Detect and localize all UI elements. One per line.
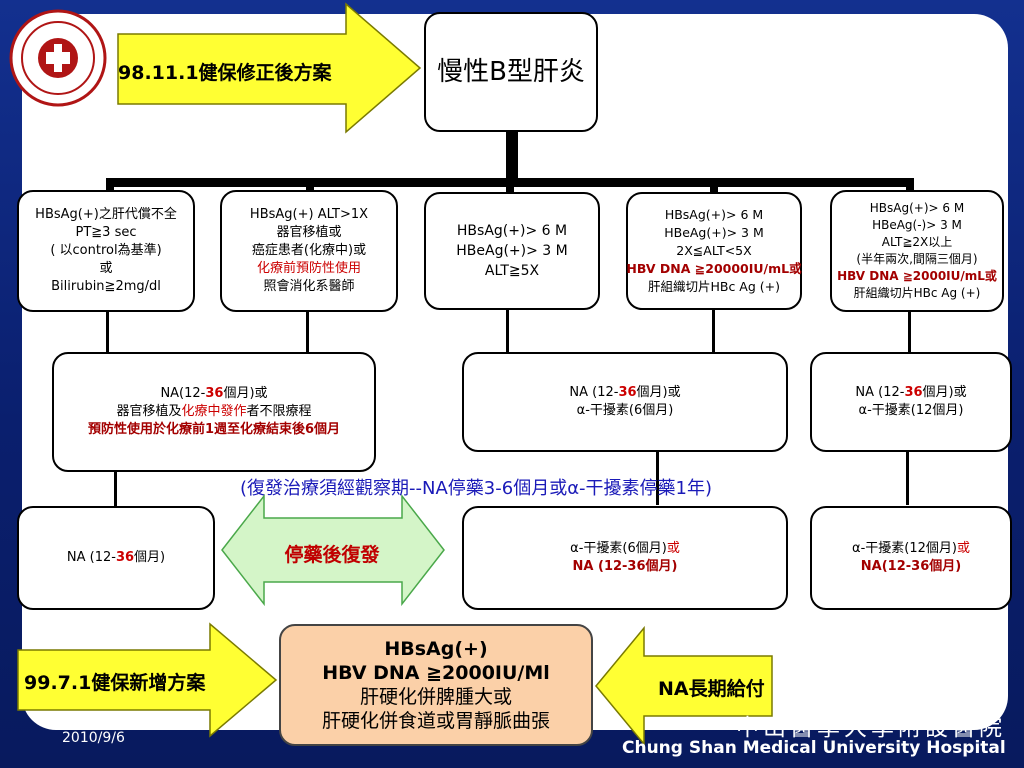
- treatment-3-line-2: α-干擾素(12個月): [858, 403, 964, 418]
- treatment-1-line-3: 預防性使用於化療前1週至化療結束後6個月: [87, 422, 341, 437]
- observation-period-note: (復發治療須經觀察期--NA停藥3-6個月或α-干擾素停藥1年): [240, 478, 713, 499]
- criteria-2-line-1: HBsAg(+) ALT>1X: [249, 207, 369, 222]
- criteria-box-1: HBsAg(+)之肝代償不全 PT≧3 sec ( 以control為基準) 或…: [17, 190, 195, 312]
- treatment-2-line-1: NA (12-36個月)或: [569, 385, 681, 400]
- bottom-box-line-4: 肝硬化併食道或胃靜脈曲張: [321, 710, 550, 732]
- bottom-right-arrow-label: NA長期給付: [658, 678, 765, 700]
- criteria-box-4: HBsAg(+)> 6 M HBeAg(+)> 3 M 2X≦ALT<5X HB…: [626, 192, 802, 310]
- criteria-box-3: HBsAg(+)> 6 M HBeAg(+)> 3 M ALT≧5X: [424, 192, 600, 310]
- retreatment-3-line-2: NA(12-36個月): [860, 559, 962, 574]
- criteria-4-line-2: HBeAg(+)> 3 M: [664, 225, 764, 240]
- bottom-box-line-3: 肝硬化併脾腫大或: [359, 686, 512, 708]
- criteria-4-line-3: 2X≦ALT<5X: [676, 243, 752, 258]
- criteria-4-highlight: HBV DNA ≧20000IU/mL或: [626, 261, 802, 276]
- criteria-box-2: HBsAg(+) ALT>1X 器官移植或 癌症患者(化療中)或 化療前預防性使…: [220, 190, 398, 312]
- bottom-box-long-term-na: HBsAg(+) HBV DNA ≧2000IU/Ml 肝硬化併脾腫大或 肝硬化…: [279, 624, 593, 746]
- criteria-1-line-4: 或: [99, 261, 113, 276]
- criteria-5-line-4: (半年兩次,間隔三個月): [856, 252, 978, 266]
- criteria-1-line-3: ( 以control為基準): [50, 243, 162, 258]
- top-arrow-label: 98.11.1健保修正後方案: [118, 62, 332, 84]
- criteria-2-highlight: 化療前預防性使用: [256, 261, 361, 276]
- criteria-5-line-1: HBsAg(+)> 6 M: [869, 201, 965, 215]
- bottom-right-yellow-arrow: [595, 625, 773, 747]
- bottom-left-yellow-arrow: [17, 622, 278, 738]
- top-yellow-arrow: [117, 2, 422, 134]
- relapse-double-arrow: [221, 493, 445, 607]
- criteria-2-after: 照會消化系醫師: [263, 279, 355, 294]
- hospital-name-english: Chung Shan Medical University Hospital: [622, 738, 1006, 758]
- criteria-box-5: HBsAg(+)> 6 M HBeAg(-)> 3 M ALT≧2X以上 (半年…: [830, 190, 1004, 312]
- retreatment-box-3: α-干擾素(12個月)或 NA(12-36個月): [810, 506, 1012, 610]
- treatment-box-2: NA (12-36個月)或 α-干擾素(6個月): [462, 352, 788, 452]
- relapse-label: 停藥後復發: [284, 544, 380, 566]
- criteria-4-after: 肝組織切片HBc Ag (+): [647, 279, 780, 294]
- criteria-1-line-2: PT≧3 sec: [75, 225, 137, 240]
- retreatment-2-line-2: NA (12-36個月): [572, 559, 678, 574]
- bottom-box-line-1: HBsAg(+): [384, 638, 488, 660]
- criteria-5-line-3: ALT≧2X以上: [881, 235, 953, 249]
- criteria-1-line-5: Bilirubin≧2mg/dl: [51, 279, 161, 294]
- treatment-box-1: NA(12-36個月)或 器官移植及化療中發作者不限療程 預防性使用於化療前1週…: [52, 352, 376, 472]
- treatment-1-line-1: NA(12-36個月)或: [160, 386, 268, 401]
- criteria-3-line-3: ALT≧5X: [484, 263, 540, 279]
- criteria-4-line-1: HBsAg(+)> 6 M: [664, 207, 764, 222]
- retreatment-3-line-1: α-干擾素(12個月)或: [852, 541, 970, 556]
- treatment-2-line-2: α-干擾素(6個月): [576, 403, 674, 418]
- top-box-chronic-hepatitis-b: 慢性B型肝炎: [424, 12, 598, 132]
- bottom-left-arrow-label: 99.7.1健保新增方案: [24, 672, 206, 694]
- criteria-1-line-1: HBsAg(+)之肝代償不全: [35, 207, 177, 222]
- slide-date: 2010/9/6: [62, 730, 125, 746]
- retreatment-box-2: α-干擾素(6個月)或 NA (12-36個月): [462, 506, 788, 610]
- retreatment-box-1: NA (12-36個月): [17, 506, 215, 610]
- treatment-box-3: NA (12-36個月)或 α-干擾素(12個月): [810, 352, 1012, 452]
- top-box-text: 慢性B型肝炎: [437, 57, 585, 87]
- treatment-1-line-2: 器官移植及化療中發作者不限療程: [116, 404, 312, 419]
- criteria-2-line-3: 癌症患者(化療中)或: [251, 243, 367, 258]
- retreatment-2-line-1: α-干擾素(6個月)或: [570, 541, 680, 556]
- criteria-2-line-2: 器官移植或: [276, 225, 342, 240]
- hospital-name-chinese: 中山醫學大學附設醫院: [736, 715, 1006, 741]
- hospital-logo-icon: [9, 9, 107, 107]
- bottom-box-line-2: HBV DNA ≧2000IU/Ml: [322, 662, 550, 684]
- criteria-5-line-2: HBeAg(-)> 3 M: [872, 218, 962, 232]
- criteria-3-line-2: HBeAg(+)> 3 M: [456, 243, 568, 259]
- retreatment-1-line-1: NA (12-36個月): [66, 550, 166, 565]
- criteria-5-highlight: HBV DNA ≧2000IU/mL或: [837, 269, 997, 283]
- treatment-3-line-1: NA (12-36個月)或: [855, 385, 967, 400]
- criteria-3-line-1: HBsAg(+)> 6 M: [456, 223, 568, 239]
- criteria-5-after: 肝組織切片HBc Ag (+): [853, 286, 981, 300]
